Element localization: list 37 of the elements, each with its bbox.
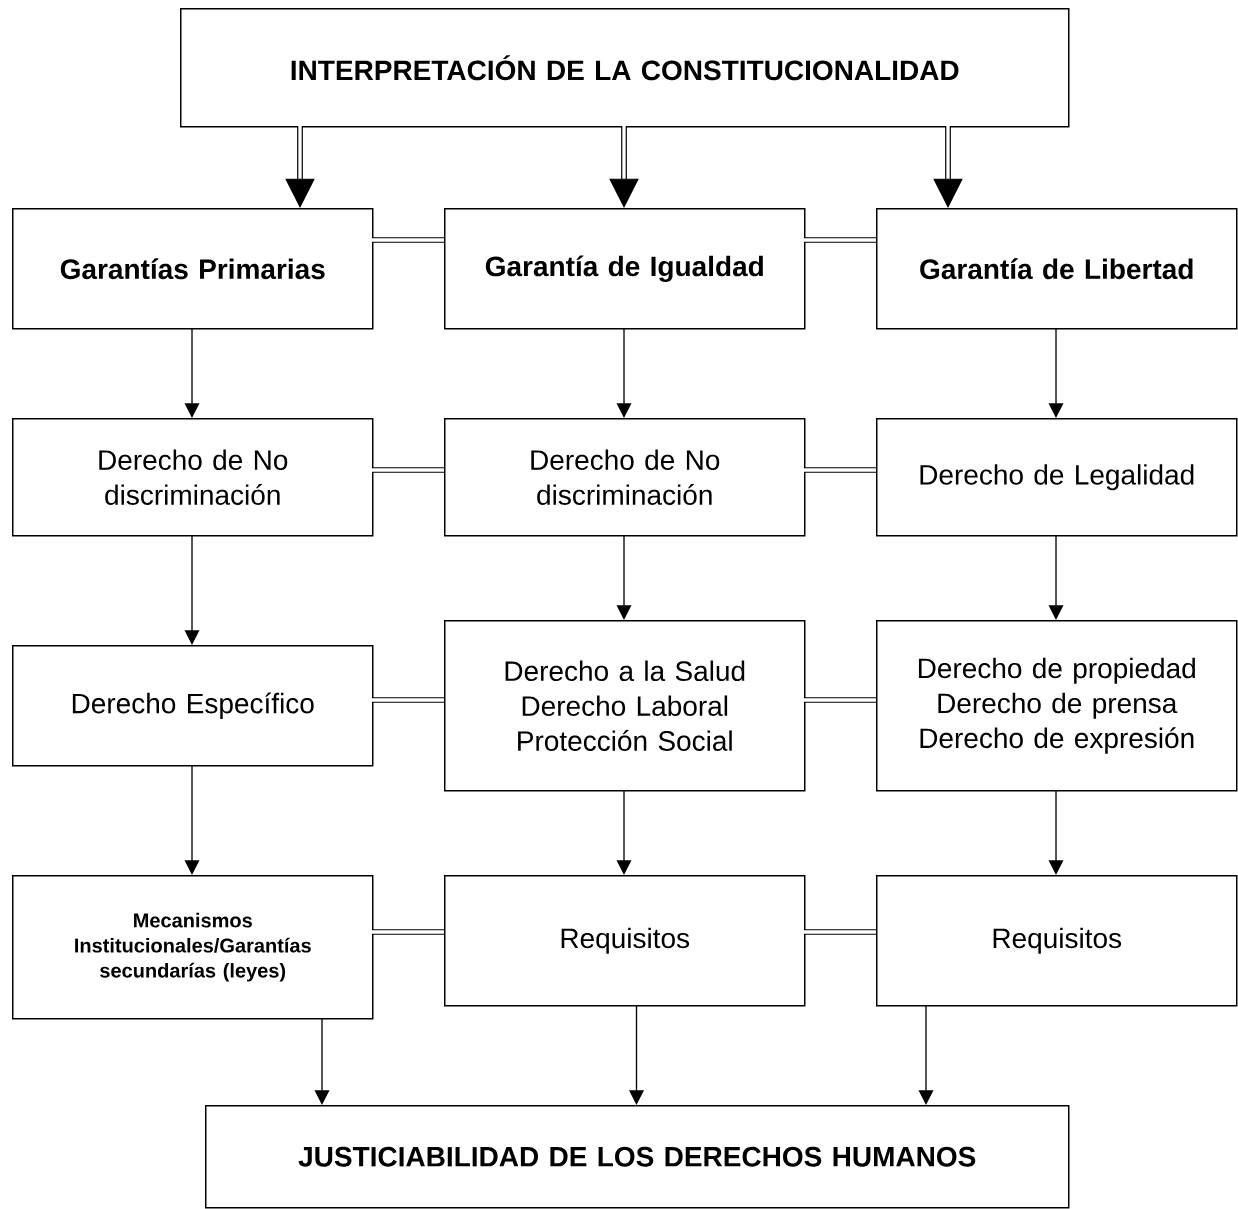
process-box: Derecho de Legalidad (876, 418, 1238, 537)
arrow (285, 126, 315, 208)
double-line (804, 929, 876, 935)
arrow (184, 764, 200, 875)
process-box: Derecho de No discriminación (12, 418, 374, 537)
process-box: Mecanismos Institucionales/Garantías secundarías (leyes) (12, 875, 374, 1020)
arrow (1048, 789, 1064, 875)
arrow (1048, 327, 1064, 418)
arrow (609, 126, 639, 208)
arrow (616, 327, 632, 418)
process-box: Garantía de Libertad (876, 208, 1238, 330)
title-box: INTERPRETACIÓN DE LA CONSTITUCIONALIDAD (180, 8, 1070, 128)
double-line (372, 467, 444, 473)
double-line (372, 929, 444, 935)
arrow (933, 126, 963, 208)
double-line (372, 697, 444, 703)
arrow (629, 1004, 644, 1105)
arrow (184, 534, 200, 645)
arrow (616, 534, 632, 620)
arrow (918, 1004, 934, 1105)
process-box: Requisitos (876, 875, 1238, 1007)
process-box: Garantías Primarias (12, 208, 374, 330)
process-box: Garantía de Igualdad (444, 208, 806, 330)
double-line (804, 467, 876, 473)
double-line (804, 237, 876, 243)
arrow (616, 789, 632, 875)
process-box: Derecho a la Salud Derecho Laboral Protección Social (444, 620, 806, 792)
process-box: Derecho de propiedad Derecho de prensa Derecho de expresión (876, 620, 1238, 792)
arrow (1048, 534, 1064, 620)
result-box: JUSTICIABILIDAD DE LOS DERECHOS HUMANOS (205, 1105, 1070, 1209)
double-line (804, 697, 876, 703)
process-box: Derecho de No discriminación (444, 418, 806, 537)
process-box: Derecho Específico (12, 645, 374, 767)
process-box: Requisitos (444, 875, 806, 1007)
double-line (372, 237, 444, 243)
arrow (314, 1017, 330, 1105)
arrow (184, 327, 200, 418)
